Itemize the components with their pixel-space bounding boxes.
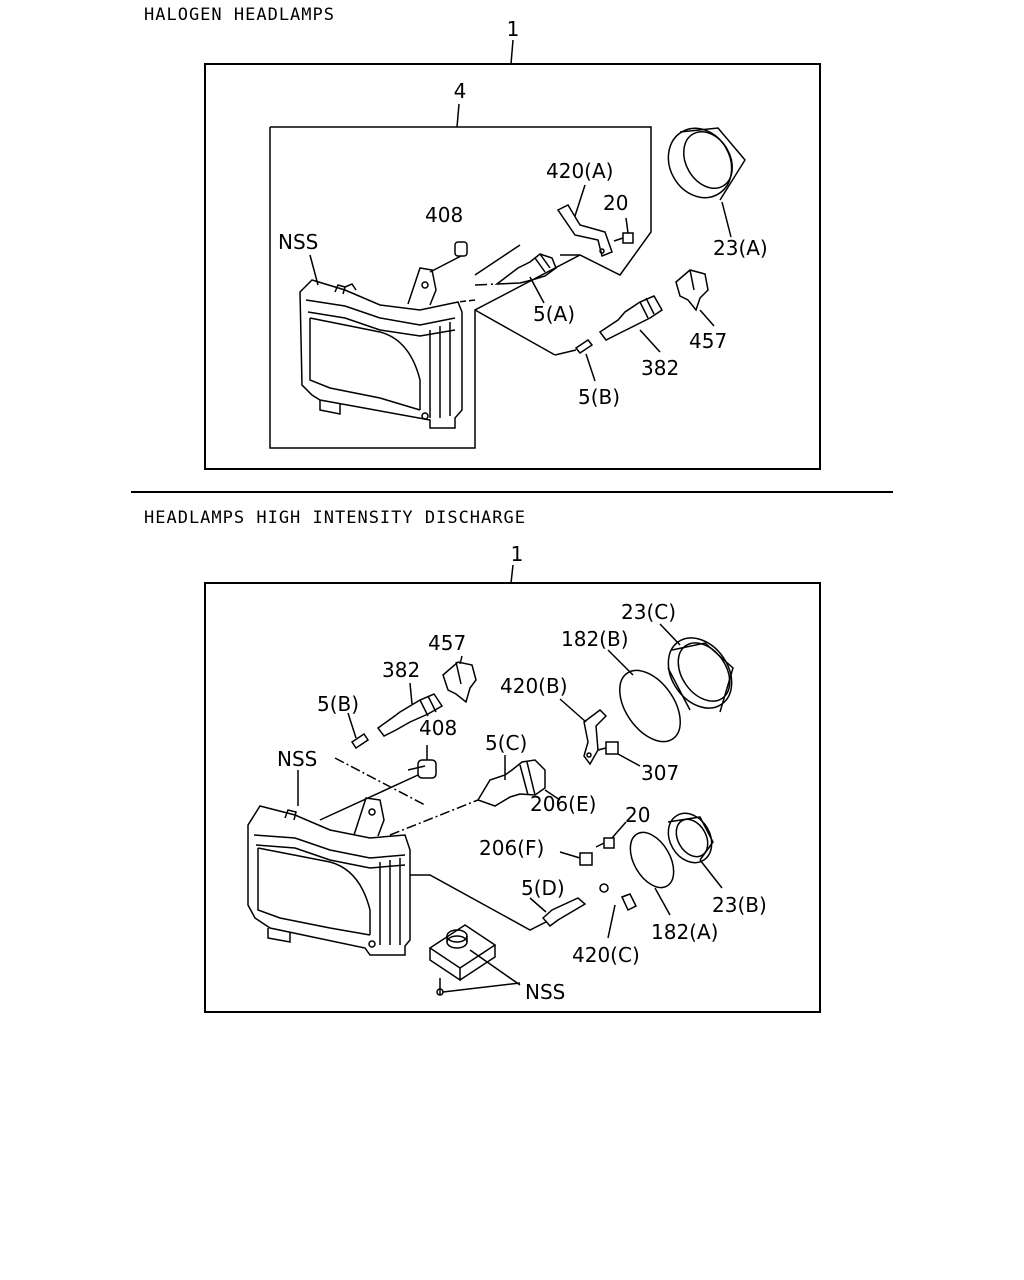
- hid-part-206f: [559, 851, 593, 866]
- hid-label-420b: 420(B): [500, 674, 568, 698]
- hid-frame: [204, 582, 821, 1013]
- halogen-label-457: 457: [689, 329, 727, 353]
- hid-part-5c: [476, 755, 561, 807]
- hid-part-420c: [599, 883, 638, 939]
- halogen-nss-leader: [309, 254, 319, 286]
- hid-label-nss-bottom: NSS: [525, 980, 565, 1004]
- hid-part-182b: [607, 649, 681, 743]
- hid-label-408: 408: [419, 716, 457, 740]
- halogen-label-23a: 23(A): [713, 236, 768, 260]
- hid-part-457: [442, 655, 477, 704]
- hid-label-5b: 5(B): [317, 692, 359, 716]
- halogen-headlamp-housing: [299, 267, 463, 429]
- halogen-frame: [204, 63, 821, 470]
- halogen-part-408: [429, 241, 468, 273]
- halogen-part-457: [675, 269, 715, 327]
- halogen-part-420a: [556, 184, 613, 258]
- hid-label-5c: 5(C): [485, 731, 527, 755]
- halogen-assembly-number: 1: [507, 17, 520, 41]
- subassembly-leader: [456, 103, 460, 128]
- halogen-label-20: 20: [603, 191, 628, 215]
- halogen-label-420a: 420(A): [546, 159, 613, 183]
- halogen-label-5b: 5(B): [578, 385, 620, 409]
- hid-part-23b: [667, 812, 723, 889]
- hid-label-206e: 206(E): [530, 792, 596, 816]
- hid-assembly-number: 1: [511, 542, 524, 566]
- halogen-section-title: HALOGEN HEADLAMPS: [144, 5, 335, 25]
- halogen-label-408: 408: [425, 203, 463, 227]
- halogen-label-5a: 5(A): [533, 302, 575, 326]
- hid-part-408: [417, 745, 437, 779]
- hid-leader-3: [319, 774, 419, 821]
- hid-label-23c: 23(C): [621, 600, 676, 624]
- hid-part-5d: [410, 874, 587, 931]
- halogen-part-20: [613, 217, 634, 244]
- hid-part-20: [595, 821, 627, 849]
- hid-part-23c: [659, 623, 734, 713]
- hid-leader-dashed-2: [389, 799, 479, 836]
- hid-ballast-unit: [428, 924, 521, 996]
- halogen-subassembly-number: 4: [454, 79, 467, 103]
- hid-label-420c: 420(C): [572, 943, 640, 967]
- hid-part-420b: [559, 698, 608, 766]
- hid-part-5b: [347, 712, 370, 750]
- halogen-part-23a: [667, 127, 746, 238]
- hid-part-382: [376, 682, 444, 737]
- halogen-part-5a: [474, 244, 580, 304]
- hid-headlamp-housing: [247, 797, 411, 956]
- hid-label-457: 457: [428, 631, 466, 655]
- hid-assembly-leader: [510, 564, 514, 584]
- hid-label-382: 382: [382, 658, 420, 682]
- hid-label-182a: 182(A): [651, 920, 718, 944]
- hid-label-307: 307: [641, 761, 679, 785]
- halogen-part-5b: [457, 299, 596, 382]
- halogen-label-nss: NSS: [278, 230, 318, 254]
- hid-section-title: HEADLAMPS HIGH INTENSITY DISCHARGE: [144, 508, 526, 528]
- hid-leader-dashed-1: [334, 757, 426, 806]
- hid-label-23b: 23(B): [712, 893, 767, 917]
- halogen-assembly-leader: [510, 39, 514, 65]
- halogen-label-382: 382: [641, 356, 679, 380]
- hid-label-5d: 5(D): [521, 876, 565, 900]
- hid-408-leader: [407, 765, 426, 771]
- hid-part-307: [597, 741, 641, 767]
- hid-label-182b: 182(B): [561, 627, 629, 651]
- hid-label-nss-top: NSS: [277, 747, 317, 771]
- halogen-part-382: [598, 295, 663, 353]
- hid-part-182a: [629, 831, 675, 916]
- hid-label-206f: 206(F): [479, 836, 544, 860]
- hid-label-20: 20: [625, 803, 650, 827]
